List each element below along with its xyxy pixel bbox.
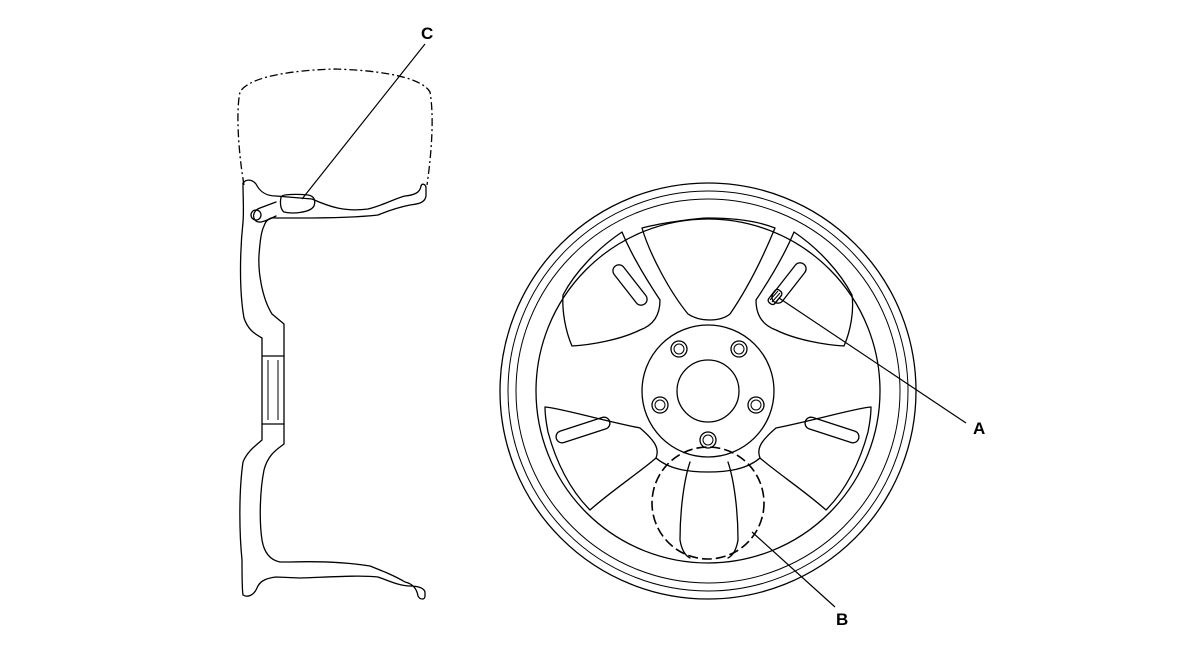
lug-hole	[730, 340, 748, 358]
rim-ring-2	[515, 198, 901, 584]
wheel-face-view	[499, 182, 917, 600]
lug-hole-inner	[733, 343, 745, 355]
upper-rim-profile	[242, 179, 427, 357]
lug-hole-inner	[702, 434, 714, 446]
lug-hole	[699, 431, 717, 449]
lug-hole-inner	[750, 399, 762, 411]
spoke-slot	[612, 264, 648, 306]
hub-bore-section	[261, 355, 285, 425]
spoke-slot	[555, 416, 611, 444]
spoke-bottom-arc	[655, 457, 761, 473]
spoke-window-lower-right	[758, 406, 872, 511]
spoke-bottom-edge-right	[727, 461, 739, 559]
spoke-window-upper-left	[562, 231, 661, 347]
tire-outer-ring	[499, 182, 917, 600]
spoke-slot-label-hatch	[769, 290, 783, 305]
inspection-area-circle	[651, 446, 765, 560]
valve-stem-cap	[250, 209, 262, 221]
lug-hole-inner	[673, 343, 685, 355]
hub-face	[641, 324, 775, 458]
spoke-slot	[804, 416, 860, 444]
wheel-cross-section	[237, 68, 433, 600]
lug-hole-inner	[654, 399, 666, 411]
leader-line-b	[751, 531, 836, 608]
callout-label-a: A	[973, 419, 985, 438]
tpms-sensor	[279, 193, 316, 214]
spoke-bottom-edge-left	[679, 461, 691, 559]
spoke-slot	[771, 262, 807, 304]
leader-line-c	[301, 43, 426, 200]
lug-hole	[651, 396, 669, 414]
lug-hole	[670, 340, 688, 358]
hub-bore-hatch	[267, 360, 279, 420]
rim-inner-ring	[535, 218, 881, 564]
spoke-window-upper-right	[755, 231, 854, 347]
valve-stem	[253, 201, 277, 223]
lug-hole	[747, 396, 765, 414]
center-bore	[676, 359, 740, 423]
upper-rim-web	[239, 182, 263, 357]
spoke-window-lower-left	[544, 406, 658, 511]
lower-rim-web	[239, 423, 426, 600]
spoke-window-top	[641, 217, 776, 321]
callout-label-c: C	[421, 24, 433, 43]
rim-ring-1	[507, 190, 909, 592]
tire-outline	[237, 68, 433, 186]
leader-line-a	[778, 297, 967, 424]
callout-label-b: B	[836, 610, 848, 629]
